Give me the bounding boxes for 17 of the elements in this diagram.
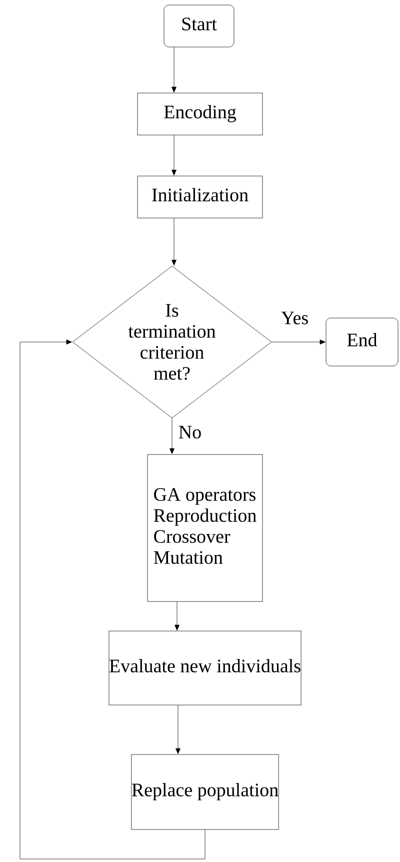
- arrow: [272, 340, 326, 344]
- process-box: Replace population: [131, 754, 279, 830]
- edge-label: No: [177, 424, 203, 440]
- terminal-box: End: [326, 318, 398, 366]
- arrow: [172, 135, 176, 176]
- process-box: Evaluate new individuals: [108, 630, 302, 706]
- arrow: [172, 218, 176, 266]
- arrow: [170, 418, 174, 454]
- arrow: [172, 47, 176, 92]
- process-box: GA operators Reproduction Crossover Mutation: [147, 454, 263, 602]
- terminal-box: Start: [164, 4, 234, 48]
- process-box: Initialization: [137, 176, 263, 218]
- arrow: [174, 602, 180, 630]
- arrow: [20, 340, 206, 860]
- process-box: Encoding: [137, 92, 263, 136]
- arrow: [176, 705, 180, 754]
- edge-label: Yes: [280, 310, 310, 326]
